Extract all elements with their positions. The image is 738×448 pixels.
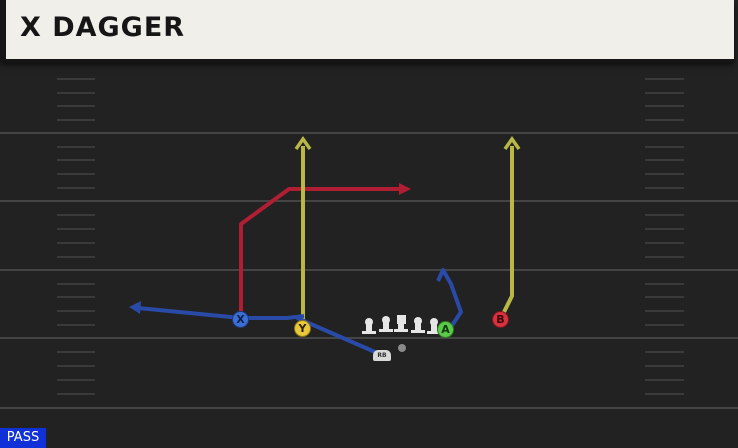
route-y-go <box>294 135 312 326</box>
title-accent <box>0 0 6 59</box>
lineman-4 <box>411 317 425 333</box>
play-title: X DAGGER <box>20 12 186 43</box>
center <box>394 315 408 332</box>
player-b[interactable]: B <box>492 311 509 328</box>
player-y-label: Y <box>298 322 307 335</box>
play-type-badge: PASS <box>0 428 46 448</box>
route-a-curl <box>436 268 463 332</box>
player-b-label: B <box>496 313 505 326</box>
player-x-label: X <box>236 313 245 326</box>
player-rb[interactable]: RB <box>373 350 391 361</box>
route-x-post-corner <box>239 183 411 318</box>
lineman-1 <box>362 318 376 334</box>
route-x-drag <box>129 301 305 320</box>
player-a-label: A <box>441 323 450 336</box>
quarterback-marker <box>398 344 406 352</box>
player-y[interactable]: Y <box>294 320 311 337</box>
lineman-2 <box>379 316 393 332</box>
title-bar: X DAGGER <box>0 0 734 62</box>
offensive-line <box>362 315 441 334</box>
route-b-go <box>501 135 521 315</box>
player-x[interactable]: X <box>232 311 249 328</box>
lineman-5 <box>427 318 441 334</box>
player-a[interactable]: A <box>437 321 454 338</box>
player-rb-label: RB <box>377 352 387 359</box>
